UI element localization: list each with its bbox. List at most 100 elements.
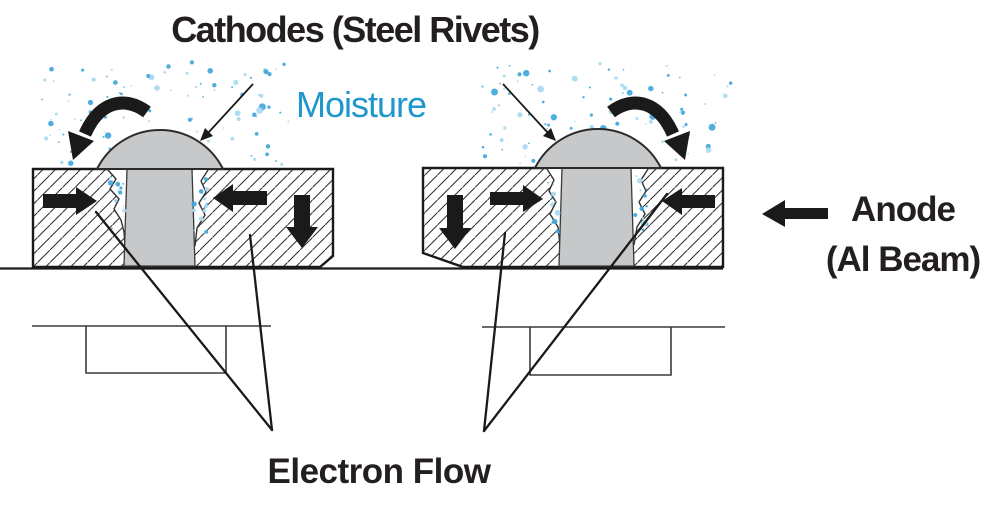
corrosion-gap [631, 169, 648, 245]
moisture-droplet [550, 222, 553, 225]
current-arrow-right-icon [43, 187, 97, 215]
moisture-droplet [503, 126, 507, 130]
moisture-droplet [544, 123, 547, 126]
moisture-droplet [554, 200, 557, 203]
moisture-droplet [499, 138, 504, 143]
moisture-droplet [705, 147, 712, 153]
moisture-droplet [541, 100, 545, 104]
moisture-droplet [517, 72, 522, 77]
moisture-droplet [198, 189, 204, 194]
moisture-droplet [202, 208, 207, 213]
moisture-droplet [287, 120, 290, 123]
moisture-droplet [558, 232, 561, 234]
moisture-droplet [116, 189, 120, 192]
moisture-droplet [263, 69, 269, 75]
electron-flow-line [94, 210, 274, 432]
moisture-droplet [110, 68, 113, 71]
moisture-droplet [231, 86, 234, 89]
corrosion-gap [108, 170, 127, 246]
moisture-droplet [645, 188, 648, 191]
substructure-left [32, 325, 271, 374]
moisture-droplet [192, 208, 197, 213]
moisture-droplet [527, 142, 530, 145]
moisture-droplet [257, 93, 261, 97]
moisture-droplet [67, 100, 70, 102]
moisture-droplet [130, 85, 133, 87]
moisture-droplet [230, 136, 235, 141]
moisture-droplet [68, 93, 71, 96]
moisture-droplet [502, 74, 506, 78]
moisture-droplet [166, 64, 171, 69]
moisture-droplet [635, 175, 638, 178]
moisture-droplet [537, 85, 545, 93]
moisture-droplet [496, 66, 499, 69]
moisture-droplet [250, 155, 253, 157]
moisture-droplet [492, 107, 496, 111]
moisture-droplet [106, 95, 109, 99]
moisture-droplet [163, 70, 166, 74]
moisture-droplet [118, 190, 123, 195]
moisture-droplet [679, 110, 682, 113]
moisture-droplet [274, 68, 277, 71]
moisture-droplet [195, 86, 197, 88]
moisture-droplet [552, 202, 555, 204]
moisture-droplet [265, 152, 269, 157]
moisture-droplet [196, 130, 199, 133]
moisture-droplet [236, 117, 241, 122]
moisture-droplet [571, 75, 578, 82]
moisture-droplet [550, 203, 554, 207]
moisture-droplet [708, 123, 716, 131]
moisture-droplet [169, 89, 172, 92]
moisture-droplet [123, 86, 125, 88]
moisture-droplet [589, 113, 594, 117]
moisture-droplet [637, 200, 640, 203]
electron-flow-line [482, 192, 669, 433]
cathode-pointer-arrow-right-icon [502, 83, 556, 141]
moisture-droplet [547, 181, 549, 184]
electron-flow-line [482, 231, 507, 433]
moisture-droplet [552, 218, 558, 225]
moisture-droplet [204, 230, 209, 234]
moisture-droplet [641, 217, 645, 221]
anode-label: Anode [851, 190, 956, 229]
moisture-droplet [680, 110, 686, 115]
moisture-droplet [255, 115, 258, 118]
moisture-droplet [726, 85, 729, 88]
diagram-title: Cathodes (Steel Rivets) [171, 9, 540, 50]
corrosion-gaps-left-rivet [107, 169, 209, 247]
corrosion-gap-wall [107, 169, 126, 247]
moisture-droplet [199, 82, 202, 85]
moisture-droplet [680, 107, 684, 111]
moisture-droplet [113, 80, 118, 85]
moisture-droplet [517, 112, 523, 118]
moisture-droplet [213, 89, 216, 91]
moisture-droplet [548, 69, 551, 73]
moisture-droplet [635, 117, 639, 120]
moisture-droplet [122, 116, 125, 119]
moisture-droplet [233, 79, 239, 85]
moisture-droplet [728, 81, 733, 85]
moisture-droplet [146, 74, 151, 78]
moisture-droplet [102, 135, 105, 138]
moisture-droplet [44, 136, 49, 141]
moisture-droplet [643, 193, 647, 198]
rivet-head-right [533, 128, 663, 169]
corrosion-curved-arrow-right-icon [607, 96, 690, 160]
moisture-droplet [622, 85, 628, 91]
moisture-droplet [104, 132, 112, 139]
moisture-droplet [622, 68, 625, 71]
moisture-droplet [674, 158, 678, 162]
moisture-droplet [614, 76, 618, 80]
moisture-droplet [111, 227, 113, 230]
cathode-pointer-arrow-left-icon [200, 83, 254, 141]
moisture-droplet [254, 132, 259, 136]
moisture-droplet [249, 76, 252, 79]
moisture-droplet [49, 134, 51, 137]
moisture-droplet [547, 123, 550, 127]
moisture-droplet [639, 189, 642, 192]
moisture-droplet [522, 144, 528, 150]
moisture-droplet [666, 73, 670, 77]
moisture-droplet [489, 133, 492, 136]
moisture-droplet [243, 72, 247, 77]
